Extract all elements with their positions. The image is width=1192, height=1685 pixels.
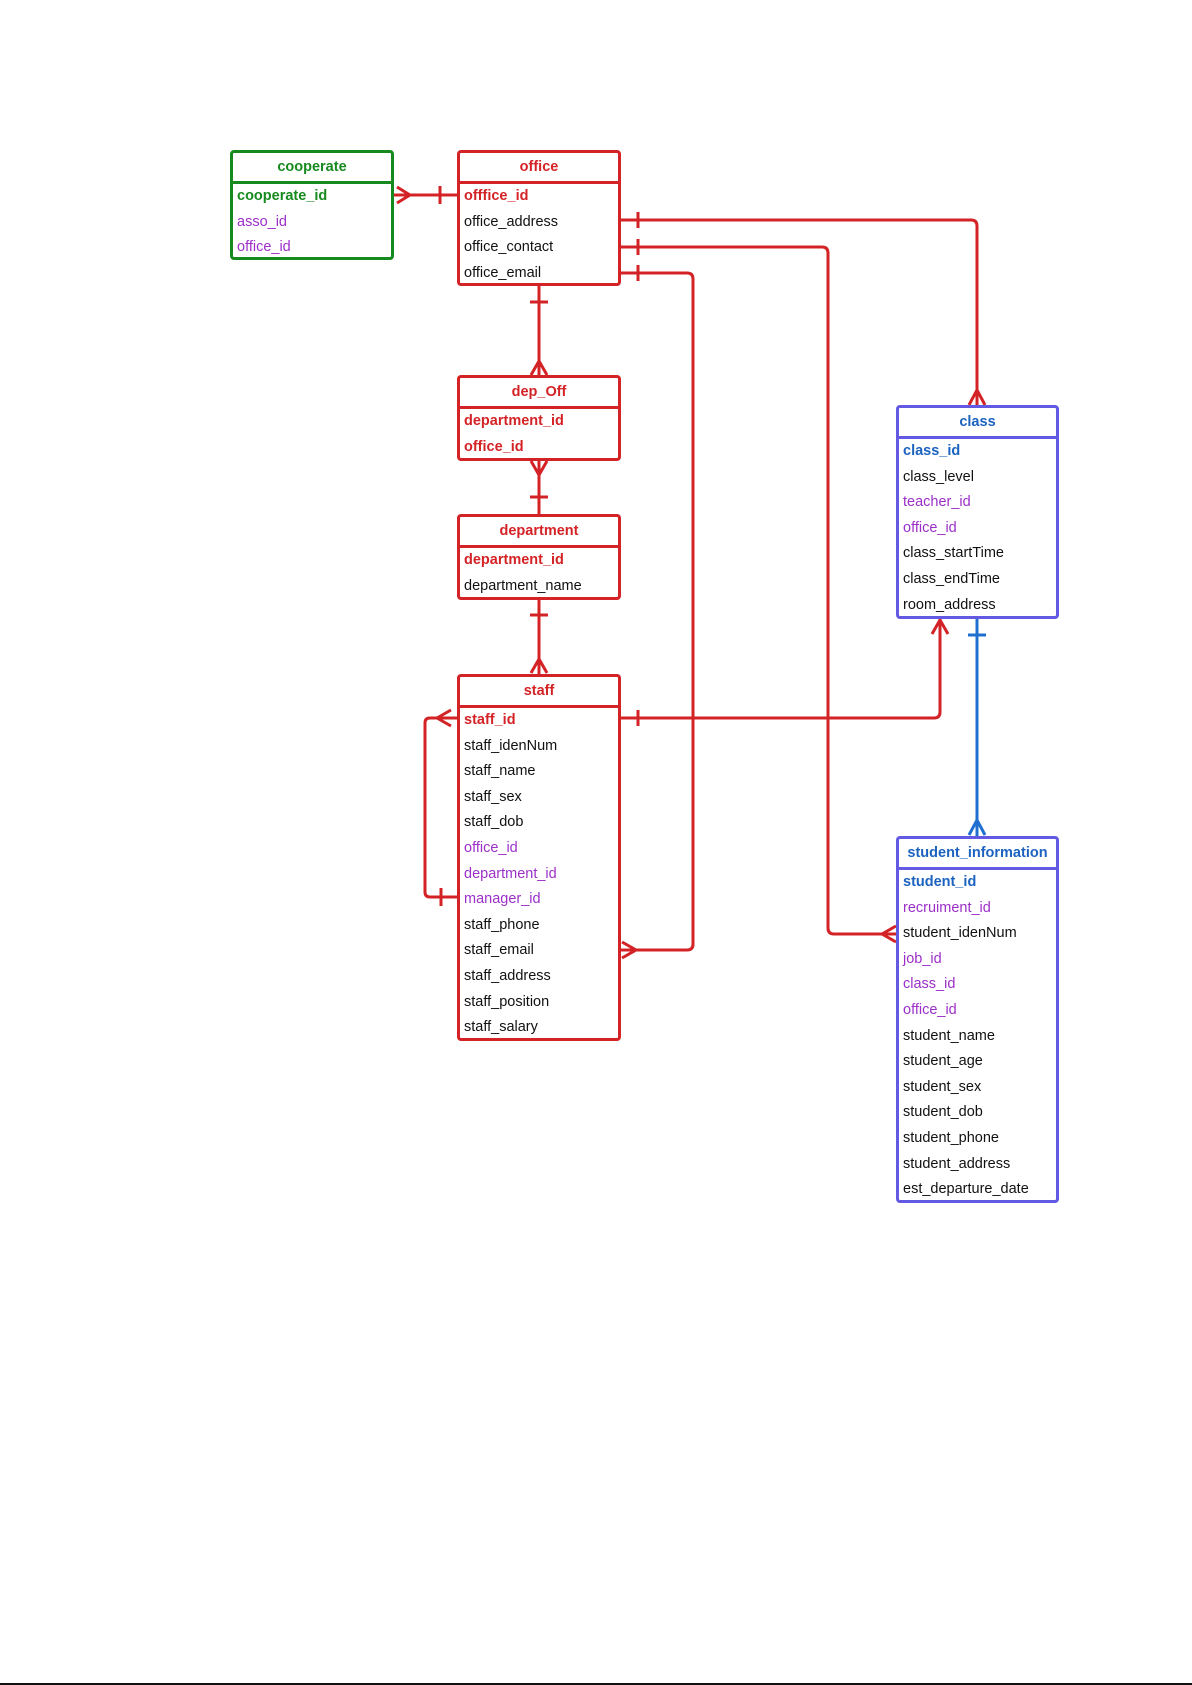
- rel-office-depoff: [529, 284, 549, 376]
- entity-office[interactable]: office offfice_id office_address office_…: [457, 150, 621, 286]
- field: student_name: [903, 1027, 995, 1044]
- field: department_name: [464, 577, 582, 594]
- rel-class-student: [967, 618, 987, 836]
- entity-title: dep_Off: [460, 378, 618, 409]
- entity-title: cooperate: [233, 153, 391, 184]
- field: office_address: [464, 213, 559, 230]
- field: student_address: [903, 1155, 1011, 1172]
- field: staff_name: [464, 763, 536, 780]
- entity-title: department: [460, 517, 618, 548]
- rel-office-staff: [620, 265, 695, 960]
- entity-dep-off[interactable]: dep_Off department_id office_id: [457, 375, 621, 461]
- field: staff_phone: [464, 916, 540, 933]
- field: staff_idenNum: [464, 737, 558, 754]
- field-pk: office_id: [464, 438, 524, 455]
- field-fk: office_id: [903, 1001, 957, 1018]
- entity-student-information[interactable]: student_information student_id recruimen…: [896, 836, 1059, 1203]
- field: student_phone: [903, 1129, 999, 1146]
- field: staff_address: [464, 967, 551, 984]
- field: student_idenNum: [903, 925, 1017, 942]
- field-pk: department_id: [464, 552, 564, 568]
- entity-department[interactable]: department department_id department_name: [457, 514, 621, 600]
- field: class_endTime: [903, 570, 1000, 587]
- field-fk: department_id: [464, 865, 557, 882]
- field-fk: job_id: [903, 950, 942, 967]
- entity-cooperate[interactable]: cooperate cooperate_id asso_id office_id: [230, 150, 394, 260]
- field-pk: class_id: [903, 443, 961, 459]
- field: office_contact: [464, 239, 554, 256]
- rel-cooperate-office: [393, 185, 458, 205]
- field-fk: class_id: [903, 976, 956, 993]
- rel-staff-class: [620, 618, 950, 726]
- entity-title: student_information: [899, 839, 1056, 870]
- field: room_address: [903, 596, 996, 613]
- field: staff_position: [464, 993, 550, 1010]
- field-fk: office_id: [237, 239, 291, 256]
- field-pk: student_id: [903, 874, 977, 890]
- field-fk: manager_id: [464, 891, 541, 908]
- field: staff_sex: [464, 788, 522, 805]
- field-fk: office_id: [464, 839, 518, 856]
- field-fk: teacher_id: [903, 494, 971, 511]
- field-pk: staff_id: [464, 712, 516, 728]
- field: class_startTime: [903, 545, 1004, 562]
- field-fk: office_id: [903, 519, 957, 536]
- rel-depoff-department: [529, 459, 549, 515]
- entity-title: staff: [460, 677, 618, 708]
- entity-title: class: [899, 408, 1056, 439]
- rel-office-class: [620, 212, 987, 406]
- field: est_departure_date: [903, 1181, 1029, 1198]
- field: student_sex: [903, 1078, 982, 1095]
- page-bottom-rule: [0, 1683, 1192, 1685]
- field-fk: recruiment_id: [903, 899, 991, 916]
- entity-title: office: [460, 153, 618, 184]
- rel-office-student: [620, 239, 897, 944]
- field-pk: cooperate_id: [237, 188, 328, 204]
- entity-staff[interactable]: staff staff_id staff_idenNum staff_name …: [457, 674, 621, 1041]
- field-pk: department_id: [464, 413, 564, 429]
- field: office_email: [464, 264, 542, 281]
- rel-staff-manager: [423, 708, 458, 906]
- field: class_level: [903, 468, 974, 485]
- entity-class[interactable]: class class_id class_level teacher_id of…: [896, 405, 1059, 619]
- field: staff_email: [464, 942, 534, 959]
- field: staff_salary: [464, 1019, 538, 1036]
- field: student_dob: [903, 1104, 983, 1121]
- field-fk: asso_id: [237, 213, 287, 230]
- field: student_age: [903, 1053, 983, 1070]
- field-pk: offfice_id: [464, 188, 529, 204]
- field: staff_dob: [464, 814, 524, 831]
- rel-department-staff: [529, 599, 549, 675]
